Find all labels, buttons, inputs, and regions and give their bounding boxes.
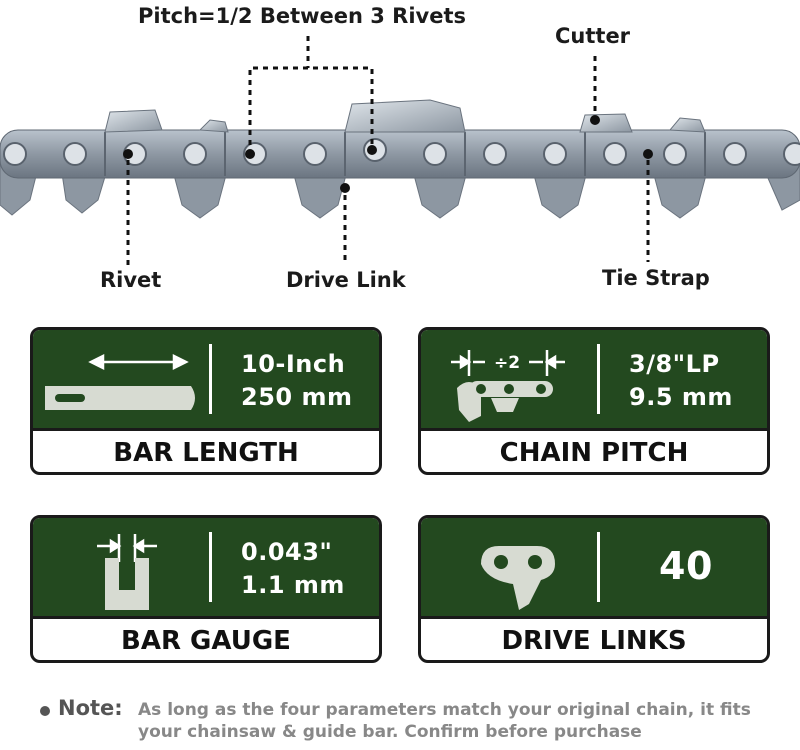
note-bullet-icon xyxy=(40,706,50,716)
note-label: Note: xyxy=(58,696,123,720)
bar-gauge-label: BAR GAUGE xyxy=(33,616,379,660)
bar-gauge-mm: 1.1 mm xyxy=(241,571,345,599)
note-text: As long as the four parameters match you… xyxy=(138,700,751,742)
pitch-callout: Pitch=1/2 Between 3 Rivets xyxy=(138,4,467,28)
chain-pitch-inch: 3/8"LP xyxy=(629,350,720,378)
drive-link-icon xyxy=(481,546,555,610)
bar-length-inch: 10-Inch xyxy=(241,350,346,378)
pitch-measure-icon: ÷2 xyxy=(451,350,565,422)
chain-pitch-value: 3/8"LP 9.5 mm xyxy=(629,348,733,414)
drive-links-panel: 40 xyxy=(421,518,767,616)
chain-pitch-card: ÷2 3/8"LP 9.5 mm CHAIN PITCH xyxy=(418,327,770,475)
bar-gauge-card: 0.043" 1.1 mm BAR GAUGE xyxy=(30,515,382,663)
gauge-groove-icon xyxy=(97,534,157,610)
drive-links-count: 40 xyxy=(659,544,713,588)
drive-link-callout: Drive Link xyxy=(286,268,406,292)
bar-length-mm: 250 mm xyxy=(241,383,353,411)
cutter-callout: Cutter xyxy=(555,24,631,48)
bar-gauge-divider xyxy=(209,532,212,602)
bar-length-card: 10-Inch 250 mm BAR LENGTH xyxy=(30,327,382,475)
bar-gauge-inch: 0.043" xyxy=(241,538,333,566)
bar-length-divider xyxy=(209,344,212,414)
drive-links-card: 40 DRIVE LINKS xyxy=(418,515,770,663)
bar-length-panel: 10-Inch 250 mm xyxy=(33,330,379,428)
rivets xyxy=(3,138,800,166)
drive-links-divider xyxy=(597,532,600,602)
chainsaw-bar-icon xyxy=(45,353,195,410)
bar-gauge-value: 0.043" 1.1 mm xyxy=(241,536,345,602)
rivet-callout: Rivet xyxy=(100,268,162,292)
bar-length-label: BAR LENGTH xyxy=(33,428,379,472)
cutter-teeth xyxy=(104,99,706,133)
drive-links-label: DRIVE LINKS xyxy=(421,616,767,660)
chain-pitch-divider xyxy=(597,344,600,414)
chain-pitch-panel: ÷2 3/8"LP 9.5 mm xyxy=(421,330,767,428)
chain-pitch-mm: 9.5 mm xyxy=(629,383,733,411)
chain-pitch-label: CHAIN PITCH xyxy=(421,428,767,472)
tie-strap-callout: Tie Strap xyxy=(602,266,710,290)
bar-gauge-panel: 0.043" 1.1 mm xyxy=(33,518,379,616)
bar-length-value: 10-Inch 250 mm xyxy=(241,348,352,414)
pitch-divide-text: ÷2 xyxy=(494,353,520,373)
chain-diagram xyxy=(0,36,800,265)
